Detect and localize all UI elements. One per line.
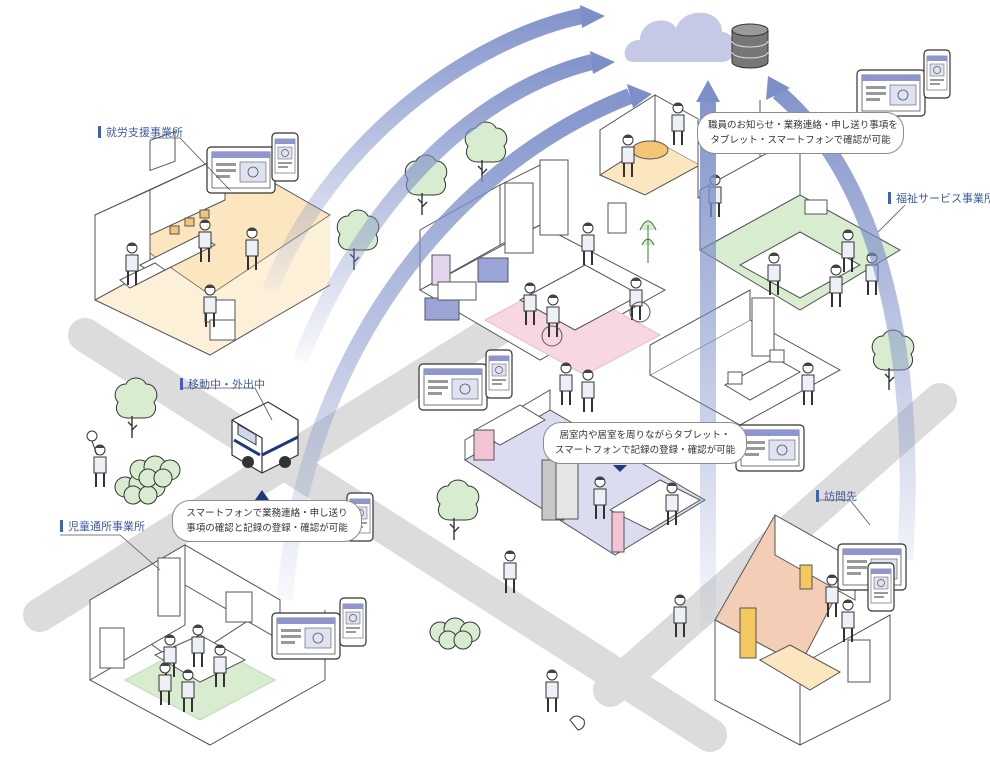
callout-line: 居室内や居室を周りながらタブレット・ bbox=[559, 430, 731, 441]
label-text: 移動中・外出中 bbox=[188, 378, 265, 391]
label-marker bbox=[888, 192, 891, 204]
label-marker bbox=[180, 378, 183, 390]
arrow-head-icon bbox=[590, 51, 615, 74]
tablet-icon bbox=[271, 612, 341, 660]
label-text: 就労支援事業所 bbox=[106, 126, 183, 139]
smartphone-icon bbox=[923, 49, 951, 99]
arrow-head-icon bbox=[580, 5, 605, 28]
database-icon bbox=[731, 23, 769, 69]
cloud-icon bbox=[624, 12, 735, 62]
label-welfare-office: 福祉サービス事業所 bbox=[888, 190, 990, 206]
welfare-office bbox=[648, 134, 902, 426]
callout-middle: 居室内や居室を周りながらタブレット・ スマートフォンで記録の登録・確認が可能 bbox=[543, 422, 747, 464]
tablet-icon bbox=[418, 363, 488, 411]
label-employment-office: 就労支援事業所 bbox=[98, 124, 183, 140]
callout-left: スマートフォンで業務連絡・申し送り 事項の確認と記録の登録・確認が可能 bbox=[172, 500, 362, 542]
smartphone-icon bbox=[271, 132, 299, 182]
label-marker bbox=[98, 126, 101, 138]
label-text: 福祉サービス事業所 bbox=[896, 192, 990, 205]
label-marker bbox=[60, 520, 63, 532]
callout-line: スマートフォンで業務連絡・申し送り bbox=[186, 508, 348, 519]
arrow-head-icon bbox=[696, 80, 720, 102]
tablet-icon bbox=[856, 69, 926, 117]
smartphone-icon bbox=[485, 349, 513, 399]
callout-line: タブレット・スマートフォンで確認が可能 bbox=[710, 135, 891, 146]
callout-top: 職員のお知らせ・業務連絡・申し送り事項を タブレット・スマートフォンで確認が可能 bbox=[697, 112, 904, 154]
pedestrians bbox=[86, 174, 722, 731]
label-marker bbox=[816, 490, 819, 502]
visit-house bbox=[714, 514, 891, 746]
children-office bbox=[89, 544, 326, 746]
care-room bbox=[464, 389, 706, 556]
bubble-pointers bbox=[255, 465, 627, 500]
arrow-head-icon bbox=[627, 84, 652, 108]
label-text: 訪問先 bbox=[824, 490, 857, 503]
callout-line: スマートフォンで記録の登録・確認が可能 bbox=[554, 445, 736, 456]
van bbox=[231, 401, 299, 474]
tablet-icon bbox=[206, 146, 276, 194]
callout-line: 事項の確認と記録の登録・確認が可能 bbox=[186, 523, 348, 534]
smartphone-icon bbox=[339, 597, 367, 647]
label-visit: 訪問先 bbox=[816, 488, 857, 504]
label-children-office: 児童通所事業所 bbox=[60, 518, 145, 534]
central-facility bbox=[418, 159, 667, 413]
callout-line: 職員のお知らせ・業務連絡・申し送り事項を bbox=[708, 120, 898, 131]
label-moving: 移動中・外出中 bbox=[180, 376, 265, 392]
label-leaders bbox=[60, 137, 906, 571]
arrow-head-icon bbox=[766, 76, 790, 100]
label-text: 児童通所事業所 bbox=[68, 520, 145, 533]
smartphone-icon bbox=[867, 562, 895, 612]
